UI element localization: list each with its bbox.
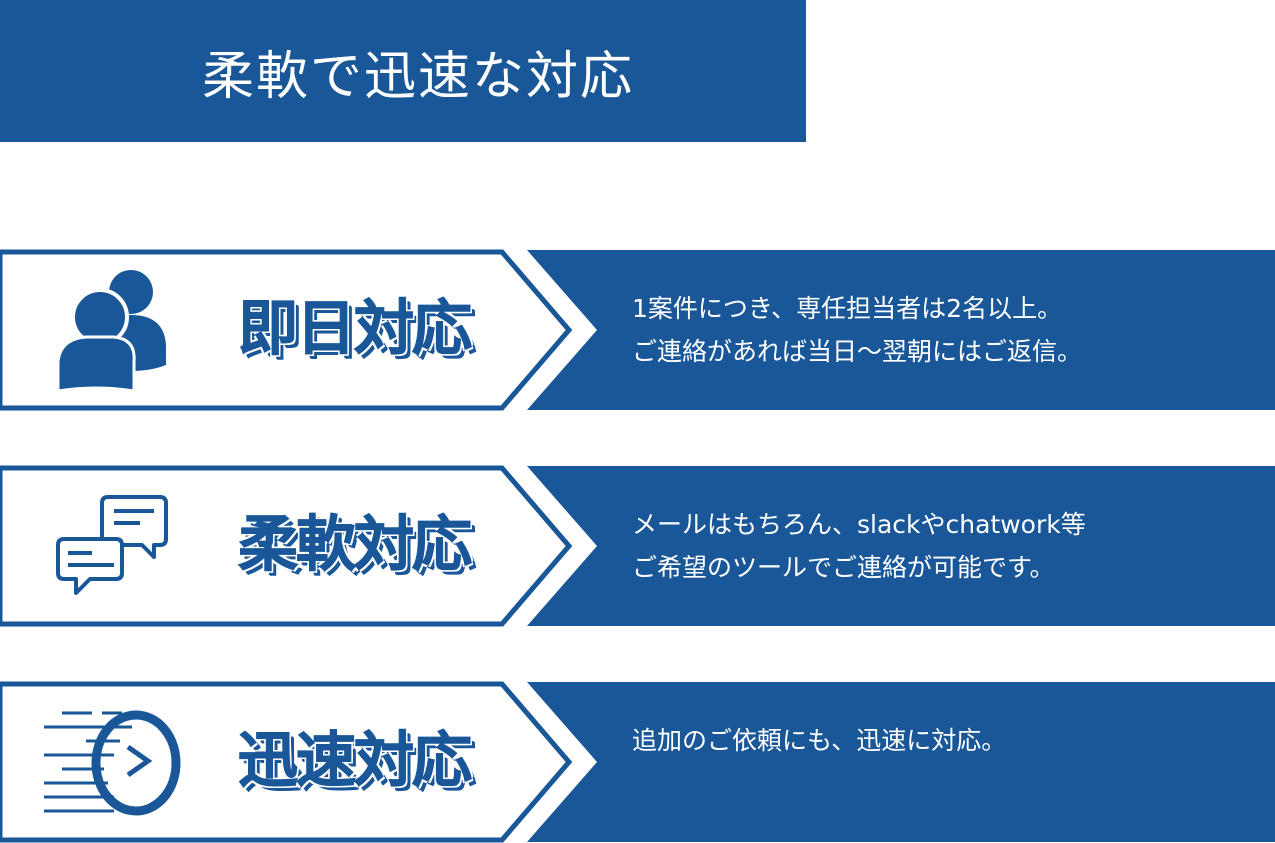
- row-description: 1案件につき、専任担当者は2名以上。 ご連絡があれば当日〜翌朝にはご返信。: [632, 287, 1082, 373]
- feature-row-same-day: 即日対応 1案件につき、専任担当者は2名以上。 ご連絡があれば当日〜翌朝にはご返…: [0, 249, 1275, 411]
- arrow-banner-shape: [0, 681, 1275, 843]
- description-line: メールはもちろん、slackやchatwork等: [632, 510, 1086, 539]
- description-line: ご連絡があれば当日〜翌朝にはご返信。: [632, 337, 1083, 366]
- title-banner: 柔軟で迅速な対応: [0, 0, 806, 142]
- description-line: 追加のご依頼にも、迅速に対応。: [632, 726, 1007, 755]
- description-line: 1案件につき、専任担当者は2名以上。: [632, 294, 1063, 323]
- chat-bubbles-icon: [56, 495, 168, 595]
- users-icon: [56, 270, 166, 391]
- feature-row-flexible: 柔軟対応 メールはもちろん、slackやchatwork等 ご希望のツールでご連…: [0, 465, 1275, 627]
- row-heading: 柔軟対応: [238, 510, 473, 581]
- row-description: 追加のご依頼にも、迅速に対応。: [632, 719, 1006, 762]
- row-heading: 即日対応: [238, 294, 473, 365]
- row-heading: 迅速対応: [238, 726, 473, 797]
- row-description: メールはもちろん、slackやchatwork等 ご希望のツールでご連絡が可能で…: [632, 503, 1086, 589]
- fast-forward-clock-icon: [44, 710, 181, 816]
- page-title: 柔軟で迅速な対応: [201, 46, 634, 107]
- feature-row-fast: 迅速対応 追加のご依頼にも、迅速に対応。: [0, 681, 1275, 843]
- description-line: ご希望のツールでご連絡が可能です。: [632, 553, 1055, 582]
